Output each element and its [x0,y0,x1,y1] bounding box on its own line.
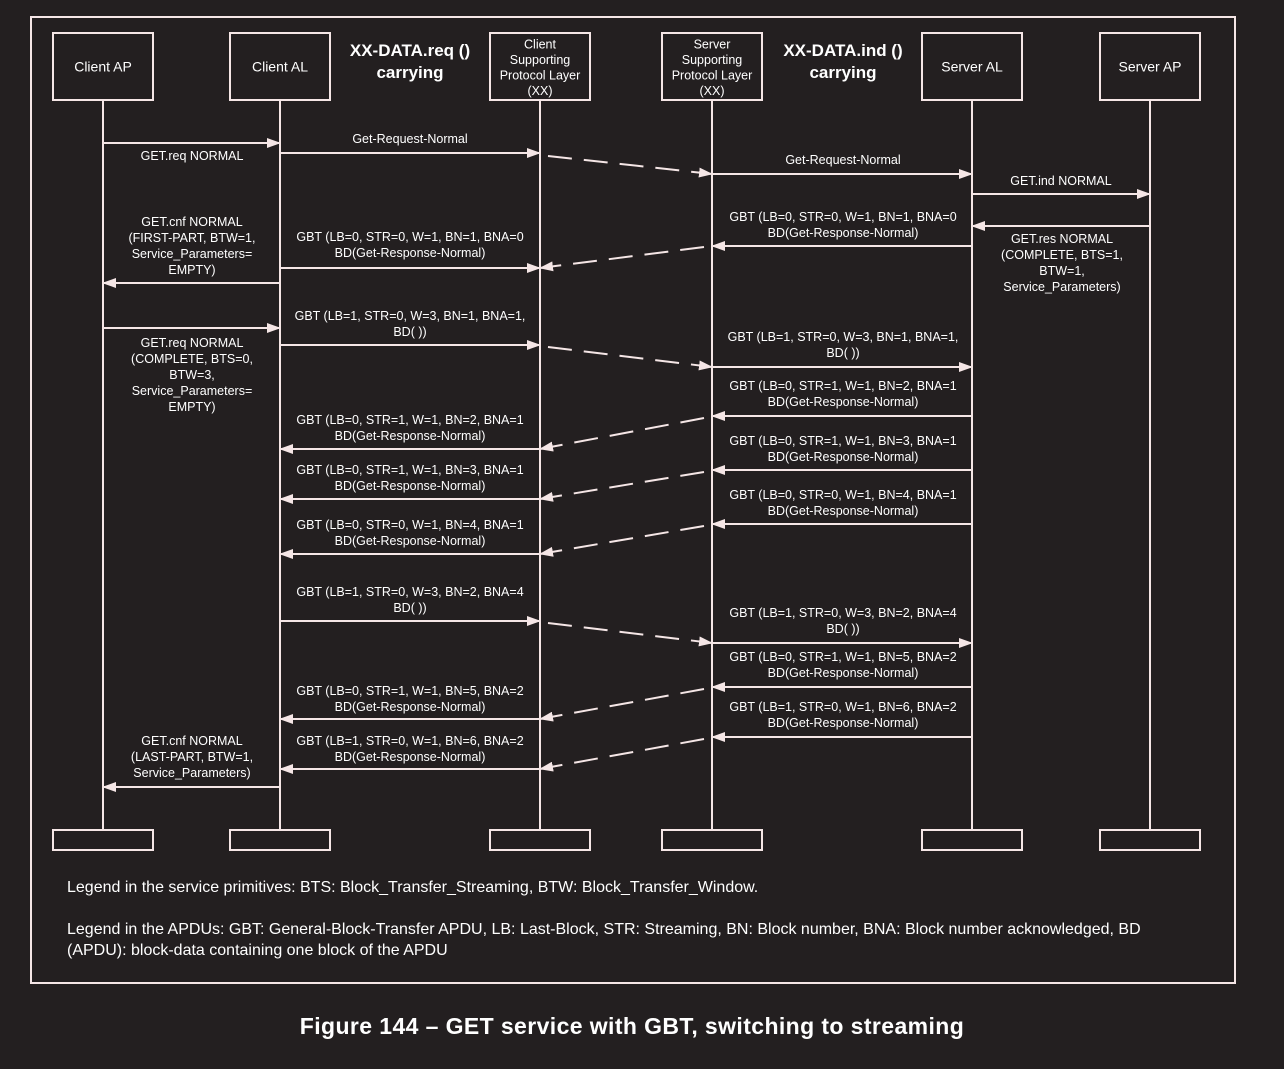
message-arrow [539,688,705,722]
message-arrow [539,246,705,272]
message-label-m04: GET.ind NORMAL [1010,174,1111,188]
legend-apdus: Legend in the APDUs: GBT: General-Block-… [67,921,1141,959]
message-label-m11: GBT (LB=1, STR=0, W=3, BN=1, BNA=1,BD( )… [728,330,959,360]
message-arrow [539,738,705,772]
ind-carrying-heading: XX-DATA.ind ()carrying [783,41,902,82]
message-label-m01: GET.req NORMAL [141,149,244,163]
legend-service-primitives: Legend in the service primitives: BTS: B… [67,879,759,896]
message-label-m09: GET.req NORMAL(COMPLETE, BTS=0,BTW=3,Ser… [131,336,253,414]
client-ap-label: Client AP [74,59,132,75]
message-label-m03: Get-Request-Normal [785,153,900,167]
message-arrow [547,346,713,371]
client-spl-end-box [489,829,591,851]
client-al-label: Client AL [252,59,308,75]
server-ap-label: Server AP [1118,59,1181,75]
message-arrow [539,525,705,557]
req-carrying-heading: XX-DATA.req ()carrying [350,41,470,82]
message-label-m02: Get-Request-Normal [352,132,467,146]
server-spl-end-box [661,829,763,851]
server-al-end-box [921,829,1023,851]
message-label-m05: GET.res NORMAL(COMPLETE, BTS=1,BTW=1,Ser… [1001,232,1123,294]
figure-caption: Figure 144 – GET service with GBT, switc… [299,1013,965,1039]
message-arrow [547,155,713,178]
message-arrow [539,417,705,452]
client-ap-end-box [52,829,154,851]
message-arrow [539,471,705,502]
client-al-end-box [229,829,331,851]
message-label-m24: GET.cnf NORMAL(LAST-PART, BTW=1,Service_… [131,734,253,780]
message-label-m08: GET.cnf NORMAL(FIRST-PART, BTW=1,Service… [129,215,256,277]
message-arrow [547,622,713,647]
message-label-m10: GBT (LB=1, STR=0, W=3, BN=1, BNA=1,BD( )… [295,309,526,339]
server-al-label: Server AL [941,59,1003,75]
diagram-frame [30,16,1236,984]
server-ap-end-box [1099,829,1201,851]
